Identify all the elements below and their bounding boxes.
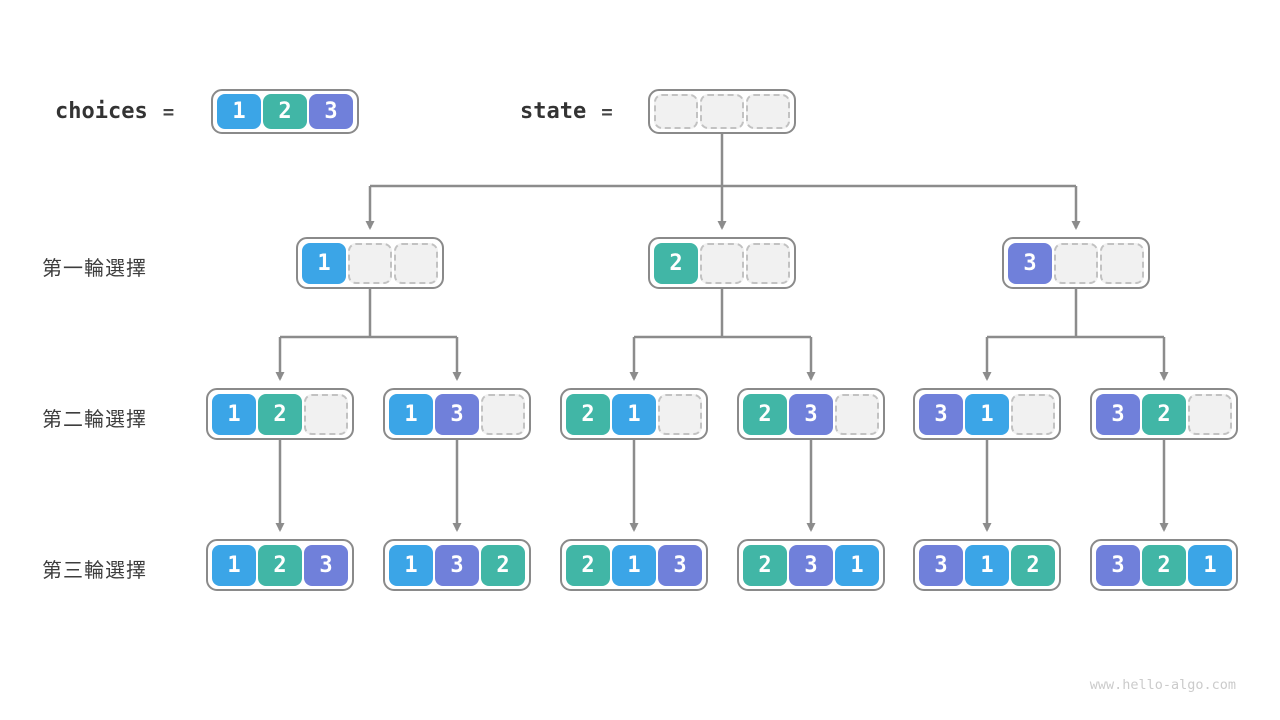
choice-cell-2: 2 xyxy=(743,393,787,435)
choice-cell-3: 3 xyxy=(304,544,348,586)
choice-cell-3: 3 xyxy=(789,544,833,586)
state-legend: state = xyxy=(520,89,613,134)
choice-cell-3: 3 xyxy=(1008,242,1052,284)
choice-cell-3: 3 xyxy=(919,544,963,586)
empty-slot xyxy=(481,393,525,435)
choice-cell-2: 2 xyxy=(566,393,610,435)
choice-cell-3: 3 xyxy=(309,94,353,129)
choice-cell-3: 3 xyxy=(919,393,963,435)
empty-slot xyxy=(304,393,348,435)
empty-slot xyxy=(1188,393,1232,435)
choice-cell-2: 2 xyxy=(1142,544,1186,586)
row-label-round-2: 第二輪選擇 xyxy=(42,407,147,431)
choice-cell-2: 2 xyxy=(1142,393,1186,435)
choice-cell-2: 2 xyxy=(258,544,302,586)
empty-slot xyxy=(1100,242,1144,284)
empty-slot xyxy=(1054,242,1098,284)
state-array-root xyxy=(648,89,796,134)
empty-slot xyxy=(658,393,702,435)
choice-cell-1: 1 xyxy=(389,393,433,435)
choice-cell-1: 1 xyxy=(965,393,1009,435)
empty-slot xyxy=(700,94,744,129)
equals-sign: = xyxy=(601,100,613,123)
choice-cell-2: 2 xyxy=(263,94,307,129)
choice-cell-2: 2 xyxy=(654,242,698,284)
choice-cell-1: 1 xyxy=(612,544,656,586)
state-node-1: 1 xyxy=(296,237,444,289)
choices-label: choices xyxy=(55,99,148,124)
choice-cell-2: 2 xyxy=(1011,544,1055,586)
choice-cell-1: 1 xyxy=(389,544,433,586)
choice-cell-3: 3 xyxy=(1096,544,1140,586)
empty-slot xyxy=(746,242,790,284)
empty-slot xyxy=(1011,393,1055,435)
choice-cell-1: 1 xyxy=(217,94,261,129)
choice-cell-3: 3 xyxy=(435,544,479,586)
state-node-3: 3 xyxy=(1002,237,1150,289)
choice-cell-1: 1 xyxy=(612,393,656,435)
choice-cell-1: 1 xyxy=(835,544,879,586)
choice-cell-3: 3 xyxy=(658,544,702,586)
choice-cell-2: 2 xyxy=(258,393,302,435)
empty-slot xyxy=(654,94,698,129)
choice-cell-1: 1 xyxy=(302,242,346,284)
state-node-2: 2 xyxy=(648,237,796,289)
choice-cell-3: 3 xyxy=(1096,393,1140,435)
state-label: state xyxy=(520,99,587,124)
choice-cell-3: 3 xyxy=(435,393,479,435)
empty-slot xyxy=(394,242,438,284)
row-label-round-1: 第一輪選擇 xyxy=(42,256,147,280)
empty-slot xyxy=(746,94,790,129)
choice-cell-3: 3 xyxy=(789,393,833,435)
choice-cell-1: 1 xyxy=(212,393,256,435)
choice-cell-1: 1 xyxy=(1188,544,1232,586)
choice-cell-2: 2 xyxy=(481,544,525,586)
row-label-round-3: 第三輪選擇 xyxy=(42,558,147,582)
choices-legend: choices = xyxy=(55,89,174,134)
empty-slot xyxy=(835,393,879,435)
choice-cell-1: 1 xyxy=(965,544,1009,586)
choice-cell-1: 1 xyxy=(212,544,256,586)
choice-cell-2: 2 xyxy=(566,544,610,586)
choice-cell-2: 2 xyxy=(743,544,787,586)
empty-slot xyxy=(700,242,744,284)
watermark: www.hello-algo.com xyxy=(1089,677,1236,693)
equals-sign: = xyxy=(162,100,175,123)
empty-slot xyxy=(348,242,392,284)
